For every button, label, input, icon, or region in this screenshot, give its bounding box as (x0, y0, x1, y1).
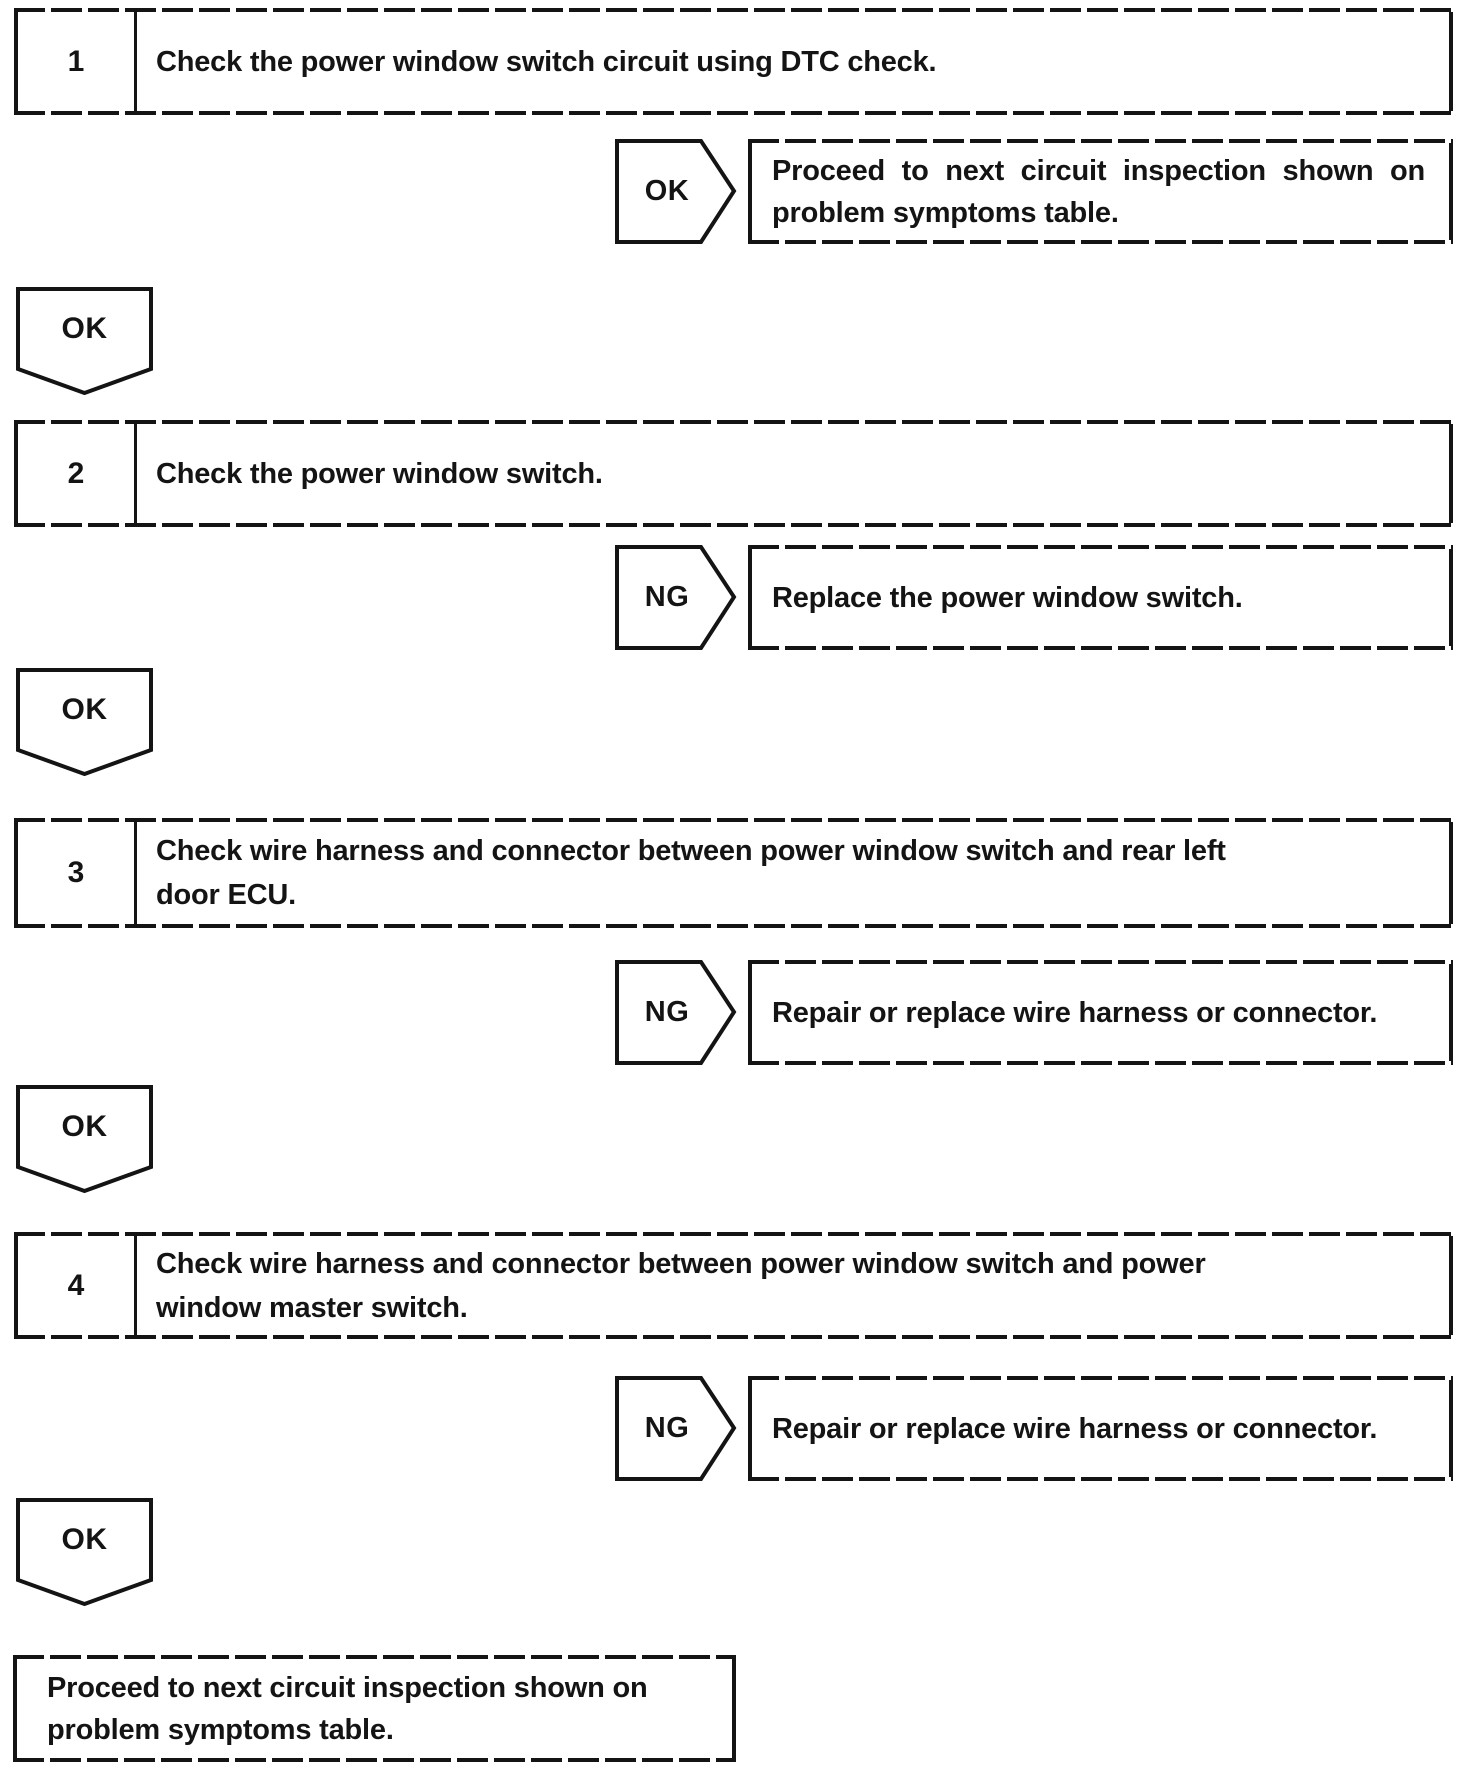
branch-arrow-ok: OK (615, 139, 737, 244)
step-instruction: Check the power window switch. (156, 457, 603, 490)
branch-row-4: NG Repair or replace wire harness or con… (615, 1376, 1453, 1481)
branch-arrow-ng: NG (615, 545, 737, 650)
right-pentagon-icon (615, 960, 737, 1065)
ok-connector-4: OK (16, 1498, 153, 1606)
step-number: 3 (18, 818, 137, 928)
branch-arrow-ng: NG (615, 960, 737, 1065)
result-box: Repair or replace wire harness or connec… (748, 960, 1453, 1065)
connector-label: OK (61, 693, 108, 726)
ok-connector-2: OK (16, 668, 153, 776)
branch-arrow-ng: NG (615, 1376, 737, 1481)
right-pentagon-icon (615, 1376, 737, 1481)
step-instruction: Check wire harness and connector between… (156, 835, 1226, 911)
step-box-3: 3 Check wire harness and connector betwe… (14, 818, 1453, 928)
result-box: Repair or replace wire harness or connec… (748, 1376, 1453, 1481)
branch-label: NG (644, 581, 690, 613)
step-number: 4 (18, 1232, 137, 1339)
branch-label: OK (644, 175, 690, 207)
down-pentagon-icon (16, 287, 153, 395)
branch-row-1: OK Proceed to next circuit inspection sh… (615, 139, 1453, 244)
right-pentagon-icon (615, 139, 737, 244)
step-number: 2 (18, 420, 137, 527)
result-box: Proceed to next circuit inspection shown… (748, 139, 1453, 244)
right-pentagon-icon (615, 545, 737, 650)
branch-label: NG (644, 996, 690, 1028)
branch-label: NG (644, 1412, 690, 1444)
connector-label: OK (61, 1110, 108, 1143)
connector-label: OK (61, 1523, 108, 1556)
down-pentagon-icon (16, 1085, 153, 1193)
step-instruction: Check the power window switch circuit us… (156, 45, 937, 78)
step-box-2: 2 Check the power window switch. (14, 420, 1453, 527)
step-number: 1 (18, 8, 137, 115)
down-pentagon-icon (16, 1498, 153, 1606)
step-instruction: Check wire harness and connector between… (156, 1247, 1206, 1324)
connector-label: OK (61, 312, 108, 345)
down-pentagon-icon (16, 668, 153, 776)
step-box-4: 4 Check wire harness and connector betwe… (14, 1232, 1453, 1339)
branch-row-2: NG Replace the power window switch. (615, 545, 1453, 650)
ok-connector-3: OK (16, 1085, 153, 1193)
ok-connector-1: OK (16, 287, 153, 395)
branch-row-3: NG Repair or replace wire harness or con… (615, 960, 1453, 1065)
step-box-1: 1 Check the power window switch circuit … (14, 8, 1453, 115)
terminal-box: Proceed to next circuit inspection shown… (13, 1655, 736, 1762)
result-box: Replace the power window switch. (748, 545, 1453, 650)
